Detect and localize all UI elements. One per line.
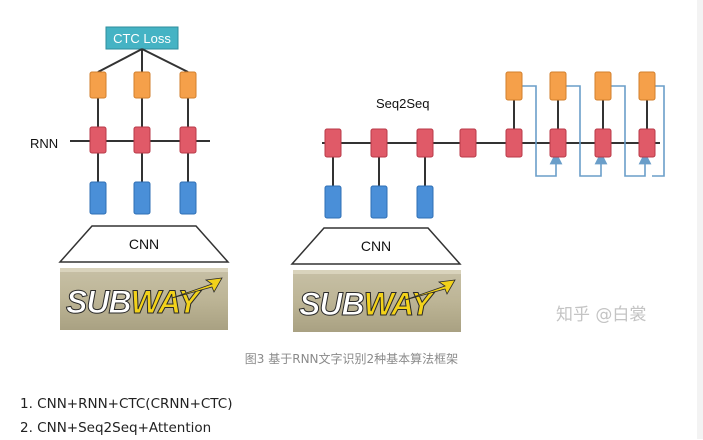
feedback-arrows bbox=[522, 85, 665, 177]
svg-text:SUBWAY: SUBWAY bbox=[299, 286, 435, 322]
feature-node bbox=[179, 181, 197, 215]
output-node bbox=[594, 71, 612, 101]
rnn-label: RNN bbox=[30, 136, 58, 151]
crnn-ctc-diagram: CTC Loss RNN bbox=[30, 26, 230, 330]
method-list: 1. CNN+RNN+CTC(CRNN+CTC) 2. CNN+Seq2Seq+… bbox=[20, 392, 232, 440]
output-node bbox=[549, 71, 567, 101]
rnn-node bbox=[638, 128, 656, 158]
loss-link bbox=[97, 48, 143, 73]
rnn-node bbox=[133, 126, 151, 154]
cnn-block-right: CNN bbox=[290, 227, 462, 265]
rnn-node bbox=[370, 128, 388, 158]
feature-node bbox=[416, 185, 434, 219]
rnn-node bbox=[89, 126, 107, 154]
seq2seq-label: Seq2Seq bbox=[376, 96, 430, 111]
watermark-text: 知乎 @白裳 bbox=[556, 305, 646, 325]
rnn-node bbox=[459, 128, 477, 158]
subway-logo-right: SUBWAY bbox=[293, 270, 461, 332]
output-node bbox=[638, 71, 656, 101]
ctc-loss-label: CTC Loss bbox=[113, 31, 171, 46]
rnn-node bbox=[324, 128, 342, 158]
page-scrollbar[interactable] bbox=[697, 0, 703, 439]
svg-text:SUBWAY: SUBWAY bbox=[66, 284, 202, 320]
feature-node bbox=[370, 185, 388, 219]
rnn-node bbox=[594, 128, 612, 158]
loss-link bbox=[141, 48, 189, 73]
output-node bbox=[505, 71, 523, 101]
rnn-node bbox=[549, 128, 567, 158]
framework-diagram: CTC Loss RNN bbox=[30, 26, 665, 332]
figure-caption: 图3 基于RNN文字识别2种基本算法框架 bbox=[244, 352, 459, 366]
rnn-node bbox=[179, 126, 197, 154]
feature-node bbox=[89, 181, 107, 215]
ctc-loss-box: CTC Loss bbox=[105, 26, 179, 50]
subway-logo-left: SUBWAY bbox=[60, 268, 228, 330]
output-node bbox=[89, 71, 107, 99]
list-item: 2. CNN+Seq2Seq+Attention bbox=[20, 420, 212, 436]
feature-node bbox=[133, 181, 151, 215]
list-item: 1. CNN+RNN+CTC(CRNN+CTC) bbox=[20, 396, 233, 412]
rnn-node bbox=[505, 128, 523, 158]
feature-node bbox=[324, 185, 342, 219]
cnn-label-left: CNN bbox=[129, 236, 159, 252]
cnn-block-left: CNN bbox=[58, 225, 230, 263]
seq2seq-diagram: Seq2Seq CNN SUBWAY 知乎 @白裳 bbox=[290, 71, 665, 332]
output-node bbox=[133, 71, 151, 99]
output-node bbox=[179, 71, 197, 99]
rnn-node bbox=[416, 128, 434, 158]
cnn-label-right: CNN bbox=[361, 238, 391, 254]
